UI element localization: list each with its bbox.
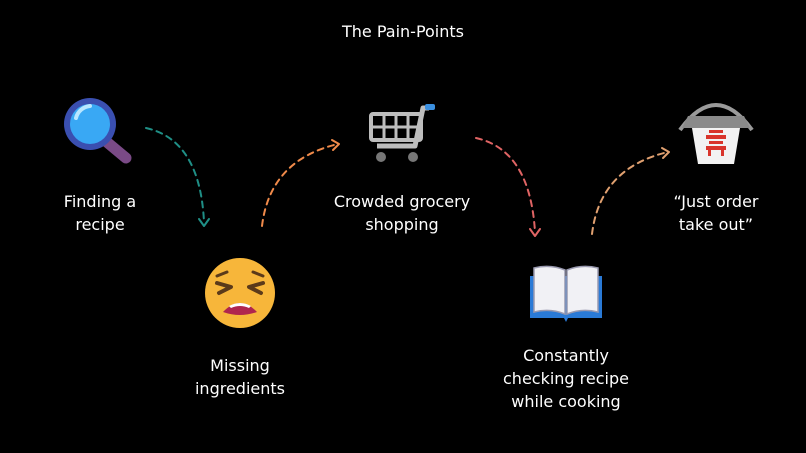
- arrow-4: [591, 151, 669, 235]
- arrowhead-3: [529, 228, 541, 237]
- arrowhead-4: [661, 147, 670, 159]
- tired-face-icon: [205, 258, 275, 328]
- arrow-1: [145, 127, 205, 223]
- step-label-missing-ingredients: Missing ingredients: [194, 356, 285, 398]
- slide-title: The Pain-Points: [342, 22, 464, 41]
- arrow-2: [261, 143, 339, 227]
- open-book-icon: [530, 265, 602, 322]
- arrowhead-2: [331, 139, 340, 151]
- shopping-cart-icon: [369, 104, 435, 162]
- step-label-crowded-grocery: Crowded grocery shopping: [333, 192, 471, 234]
- step-label-checking-recipe: Constantly checking recipe while cooking: [503, 346, 629, 411]
- arrow-3: [475, 137, 536, 233]
- takeout-box-icon: [678, 103, 754, 164]
- step-label-order-takeout: “Just order take out”: [673, 192, 759, 234]
- step-label-finding-recipe: Finding a recipe: [63, 192, 137, 234]
- magnifying-glass-icon: [64, 98, 132, 164]
- arrowhead-1: [198, 218, 210, 227]
